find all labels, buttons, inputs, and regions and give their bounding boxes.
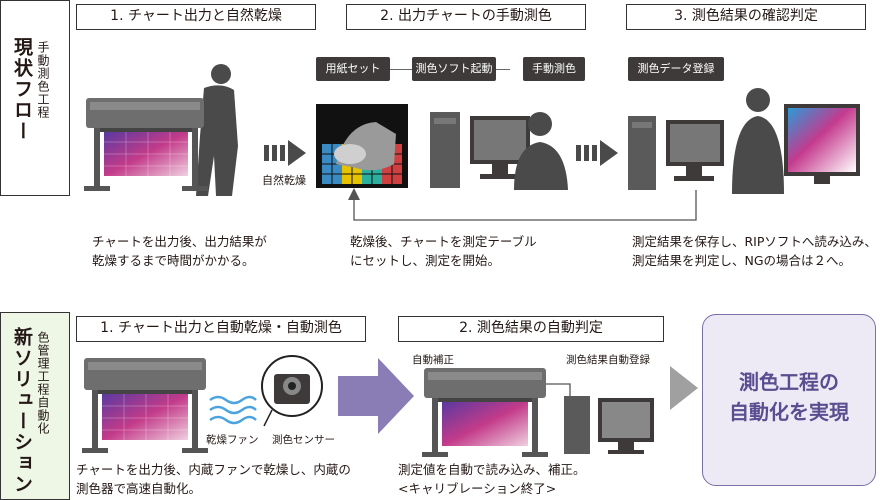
current-step-2: 2. 出力チャートの手動測色	[346, 4, 586, 30]
current-desc-1: チャートを出力後、出力結果が 乾燥するまで時間がかかる。	[92, 234, 267, 268]
dry-label: 自然乾燥	[262, 174, 306, 187]
to-result-arrow-icon	[670, 366, 698, 410]
printer-with-operator-illustration	[84, 64, 238, 196]
auto-judgement-illustration	[422, 368, 654, 457]
dry-arrow-icon	[264, 140, 306, 166]
auto-printer-illustration	[82, 358, 208, 453]
flow-arrow-icon	[576, 140, 618, 166]
current-flow-side-panel: 手動測色工程 現状フロー	[0, 0, 70, 196]
color-sensor-icon	[261, 355, 323, 427]
auto-correct-label: 自動補正	[412, 354, 454, 366]
result-box: 測色工程の 自動化を実現	[702, 314, 876, 486]
current-step-1: 1. チャート出力と自然乾燥	[76, 4, 316, 30]
new-desc-2: 測定値を自動で読み込み、補正。 <キャリブレーション終了>	[398, 462, 586, 496]
new-step-1: 1. チャート出力と自動乾燥・自動測色	[76, 316, 366, 342]
new-solution-title: 新ソリューション	[11, 327, 33, 495]
new-solution-subtitle: 色管理工程自動化	[36, 331, 50, 435]
feedback-loop-arrow	[348, 188, 697, 221]
new-solution-side-panel: 色管理工程自動化 新ソリューション	[0, 312, 70, 500]
sensor-label: 測色センサー	[272, 434, 335, 446]
pill-software-launch: 測色ソフト起動	[412, 57, 496, 81]
current-desc-3: 測定結果を保存し、RIPソフトへ読み込み、 測定結果を判定し、NGの場合は２へ。	[632, 234, 877, 268]
current-flow-title: 現状フロー	[11, 37, 33, 142]
pill-data-register: 測色データ登録	[628, 57, 724, 81]
drying-fan-icon	[209, 395, 257, 425]
current-desc-2: 乾燥後、チャートを測定テーブル にセットし、測定を開始。	[350, 234, 537, 268]
auto-register-label: 測色結果自動登録	[566, 354, 650, 366]
fan-label: 乾燥ファン	[206, 434, 259, 446]
current-step-3: 3. 測色結果の確認判定	[626, 4, 866, 30]
manual-measuring-illustration	[316, 104, 408, 188]
result-line-2: 自動化を実現	[729, 400, 849, 424]
pill-paper-set: 用紙セット	[316, 57, 390, 81]
result-check-illustration	[628, 88, 860, 194]
new-desc-1: チャートを出力後、内蔵ファンで乾燥し、内蔵の 測色器で高速自動化。	[76, 462, 351, 496]
result-line-1: 測色工程の	[739, 370, 839, 394]
process-arrow-icon	[338, 358, 414, 434]
new-step-2: 2. 測色結果の自動判定	[398, 316, 664, 342]
current-flow-subtitle: 手動測色工程	[36, 41, 50, 119]
pill-manual-measure: 手動測色	[523, 57, 585, 81]
computer-with-operator-illustration	[430, 112, 568, 190]
